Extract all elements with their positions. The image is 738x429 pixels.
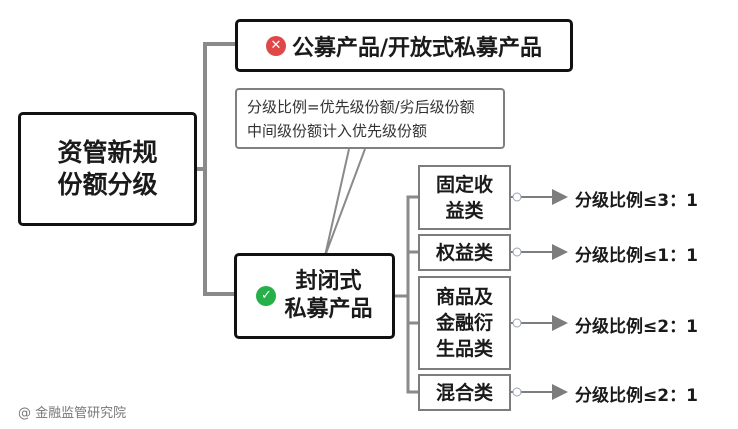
arrow-handle-4 [512,387,522,397]
public-product-node: ✕ 公募产品/开放式私募产品 [235,19,573,72]
category-line: 生品类 [435,338,493,360]
category-line: 益类 [445,199,484,222]
note-line-1: 分级比例=优先级份额/劣后级份额 [247,98,475,116]
public-product-label: 公募产品/开放式私募产品 [291,35,543,61]
category-fixed-income: 固定收 益类 [418,165,511,230]
ratio-label-commodity: 分级比例≤2：1 [575,317,698,337]
closed-line-2: 私募产品 [284,297,373,322]
category-commodity-derivatives: 商品及 金融衍 生品类 [418,276,511,370]
category-branch-line [395,195,418,394]
note-line-2: 中间级份额计入优先级份额 [247,122,428,140]
category-mixed: 混合类 [418,374,511,411]
note-pointer [324,148,366,257]
category-line: 金融衍 [435,312,493,334]
category-equity: 权益类 [418,234,511,271]
root-branch-line [197,42,235,296]
green-check-icon: ✓ [256,286,277,306]
closed-product-node: ✓ 封闭式 私募产品 [234,253,395,339]
ratio-label-fixed-income: 分级比例≤3：1 [575,191,698,211]
category-line: 权益类 [435,241,493,264]
category-line: 混合类 [435,381,493,404]
arrow-handle-3 [512,318,522,328]
arrow-handle-1 [512,192,522,202]
root-line-1: 资管新规 [57,138,158,167]
root-line-2: 份额分级 [57,170,158,199]
ratio-label-equity: 分级比例≤1：1 [575,246,698,266]
red-cross-icon: ✕ [265,35,286,56]
ratio-label-mixed: 分级比例≤2：1 [575,386,698,406]
category-line: 商品及 [435,286,493,308]
category-line: 固定收 [435,173,493,196]
footer-credit: @ 金融监管研究院 [18,406,127,421]
arrow-handle-2 [512,247,522,257]
closed-line-1: 封闭式 [295,269,362,294]
note-callout: 分级比例=优先级份额/劣后级份额 中间级份额计入优先级份额 [235,88,505,149]
root-node: 资管新规 份额分级 [18,112,197,226]
